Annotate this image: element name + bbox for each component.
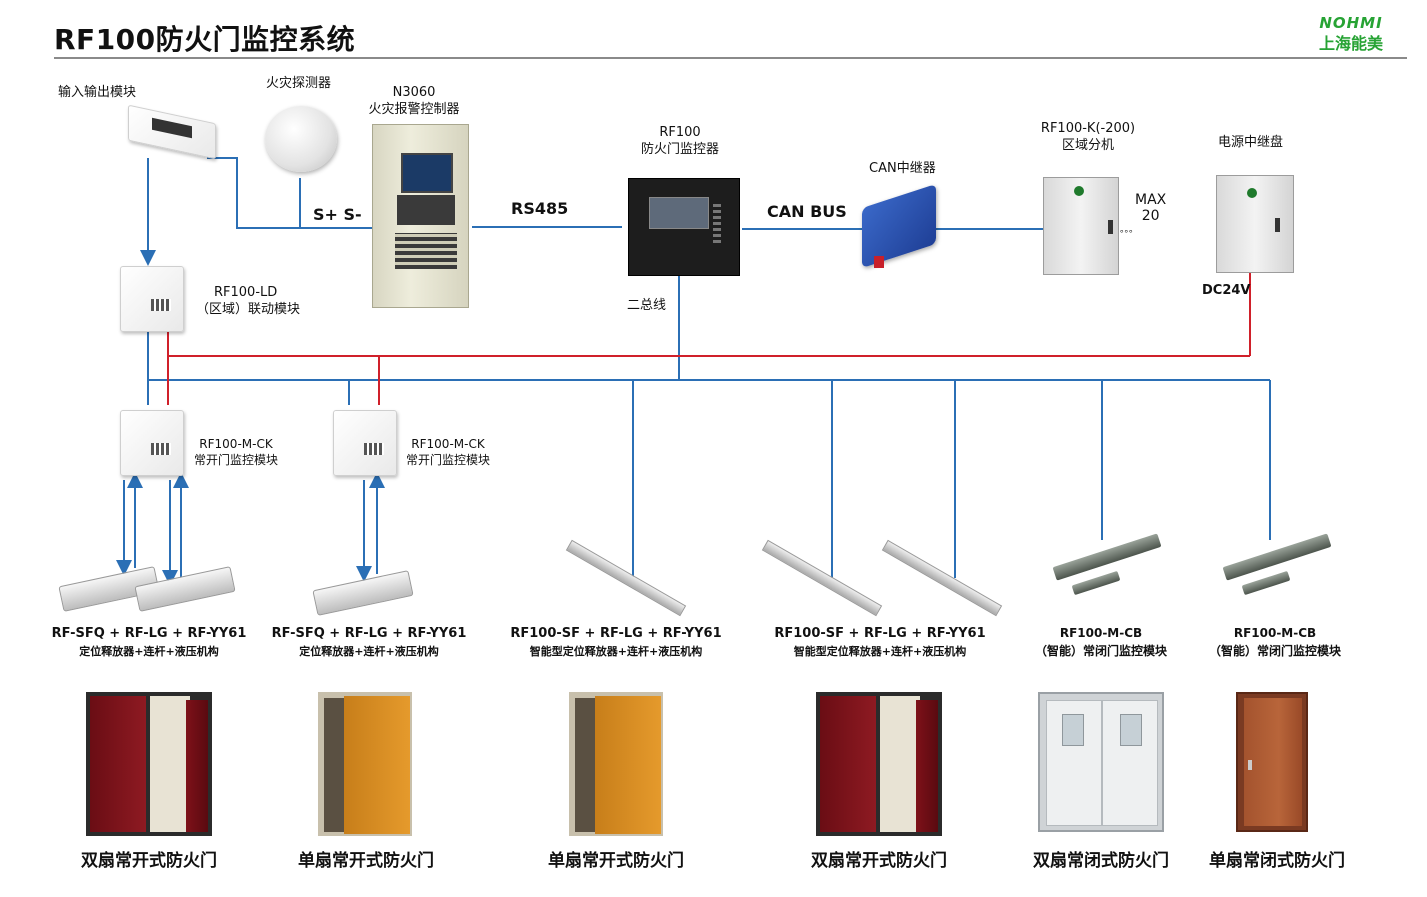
page-title: RF100防火门监控系统	[54, 23, 356, 56]
door-6-image	[1236, 692, 1308, 832]
door-5-image	[1038, 692, 1164, 832]
rs485-label: RS485	[511, 199, 569, 218]
ck-module-2-label: RF100-M-CK 常开门监控模块	[406, 436, 490, 468]
dc24v-label: DC24V	[1202, 283, 1251, 298]
monitor-name: 防火门监控器	[640, 142, 719, 157]
product-caption-6: RF100-M-CB （智能）常闭门监控模块	[1190, 626, 1360, 659]
ck-module-1-label: RF100-M-CK 常开门监控模块	[194, 436, 278, 468]
io-module-image	[128, 104, 220, 160]
product-5-desc: （智能）常闭门监控模块	[1034, 644, 1167, 658]
max-text: MAX	[1135, 192, 1167, 208]
power-relay-image	[1216, 175, 1294, 273]
door-4-caption: 双扇常开式防火门	[811, 851, 947, 871]
io-to-panel-line	[207, 157, 372, 229]
door-3-image	[569, 692, 663, 836]
monitor-image	[628, 178, 740, 276]
door-4-image	[816, 692, 942, 836]
max-value: 20	[1141, 208, 1160, 224]
product-caption-5: RF100-M-CB （智能）常闭门监控模块	[1016, 626, 1186, 659]
brand-logo: NOHMI 上海能美	[1312, 14, 1390, 54]
door-2-image	[318, 692, 412, 836]
zone-extension-model: RF100-K(-200)	[1040, 121, 1136, 136]
product-3-models: RF100-SF + RF-LG + RF-YY61	[510, 626, 722, 641]
product-4-desc: 智能型定位释放器+连杆+液压机构	[793, 645, 967, 658]
product-2-models: RF-SFQ + RF-LG + RF-YY61	[271, 626, 467, 641]
fire-alarm-panel-model: N3060	[392, 85, 436, 100]
product-caption-3: RF100-SF + RF-LG + RF-YY61 智能型定位释放器+连杆+液…	[506, 626, 726, 659]
ck-module-1-image	[120, 410, 184, 476]
product-caption-2: RF-SFQ + RF-LG + RF-YY61 定位释放器+连杆+液压机构	[268, 626, 470, 659]
brand-name-en: NOHMI	[1319, 14, 1383, 32]
product-3-desc: 智能型定位释放器+连杆+液压机构	[529, 645, 703, 658]
zone-extension-label: RF100-K(-200) 区域分机	[1040, 120, 1136, 154]
linkage-module-name: （区域）联动模块	[196, 302, 301, 317]
fire-alarm-panel-label: N3060 火灾报警控制器	[366, 84, 462, 118]
door-6-caption: 单扇常闭式防火门	[1209, 851, 1345, 871]
can-repeater-label: CAN中继器	[869, 161, 936, 176]
power-relay-label: 电源中继盘	[1218, 135, 1284, 150]
fire-detector-label: 火灾探测器	[266, 76, 332, 91]
ck-module-1-name: 常开门监控模块	[194, 453, 279, 467]
product-5-models: RF100-M-CB	[1059, 626, 1143, 640]
two-wire-label: 二总线	[627, 298, 667, 313]
ck-module-1-model: RF100-M-CK	[199, 437, 273, 451]
door-3-caption: 单扇常开式防火门	[548, 851, 684, 871]
product-4-models: RF100-SF + RF-LG + RF-YY61	[774, 626, 986, 641]
product-1-models: RF-SFQ + RF-LG + RF-YY61	[51, 626, 247, 641]
door-5-caption: 双扇常闭式防火门	[1033, 851, 1169, 871]
ck-module-2-image	[333, 410, 397, 476]
s-terminals-label: S+ S-	[313, 205, 362, 224]
linkage-module-model: RF100-LD	[214, 285, 278, 300]
linkage-module-image	[120, 266, 184, 332]
can-bus-label: CAN BUS	[767, 202, 847, 221]
fire-detector-image	[265, 106, 337, 172]
zone-extension-name: 区域分机	[1061, 138, 1114, 153]
fire-alarm-panel-image	[372, 124, 469, 308]
monitor-model: RF100	[659, 125, 701, 140]
product-caption-1: RF-SFQ + RF-LG + RF-YY61 定位释放器+连杆+液压机构	[48, 626, 250, 659]
product-2-desc: 定位释放器+连杆+液压机构	[299, 645, 439, 658]
zone-extension-max: MAX 20	[1135, 192, 1166, 224]
door-1-caption: 双扇常开式防火门	[81, 851, 217, 871]
product-6-models: RF100-M-CB	[1233, 626, 1317, 640]
ck-module-2-name: 常开门监控模块	[406, 453, 491, 467]
door-1-image	[86, 692, 212, 836]
more-ellipsis: 。。。	[1120, 225, 1139, 235]
title-divider	[54, 57, 1407, 59]
ck-module-2-model: RF100-M-CK	[411, 437, 485, 451]
monitor-label: RF100 防火门监控器	[640, 124, 720, 158]
brand-name-cn: 上海能美	[1318, 34, 1383, 53]
product-caption-4: RF100-SF + RF-LG + RF-YY61 智能型定位释放器+连杆+液…	[770, 626, 990, 659]
linkage-module-label: RF100-LD （区域）联动模块	[196, 284, 300, 318]
product-6-desc: （智能）常闭门监控模块	[1208, 644, 1341, 658]
io-module-label: 输入输出模块	[58, 85, 137, 100]
product-1-desc: 定位释放器+连杆+液压机构	[79, 645, 219, 658]
can-repeater-terminal	[874, 256, 884, 268]
fire-alarm-panel-name: 火灾报警控制器	[368, 102, 460, 117]
door-2-caption: 单扇常开式防火门	[298, 851, 434, 871]
zone-extension-image	[1043, 177, 1119, 275]
